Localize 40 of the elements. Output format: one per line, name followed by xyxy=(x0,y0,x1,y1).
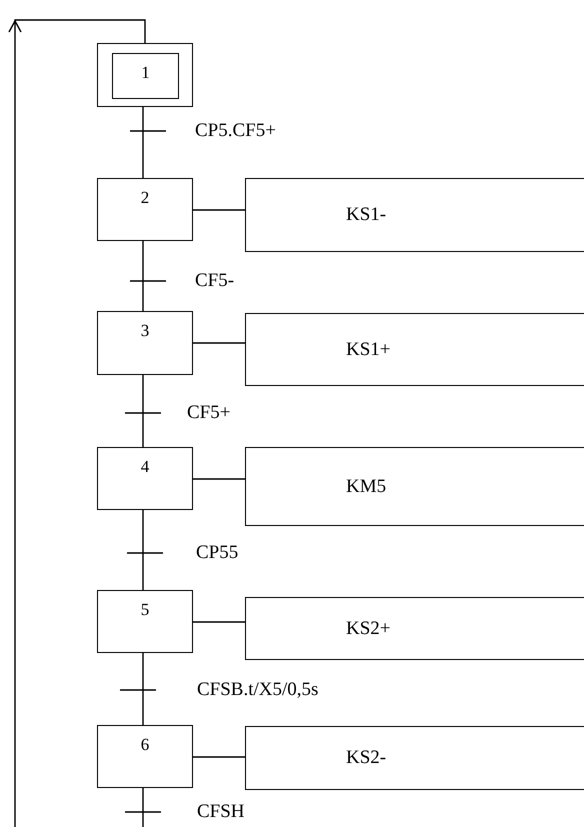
action-link xyxy=(193,756,245,758)
step-number: 2 xyxy=(140,187,150,209)
transition-link xyxy=(125,375,161,447)
action-label: KS2+ xyxy=(346,616,391,640)
step-number: 4 xyxy=(140,456,150,478)
transition-link xyxy=(130,241,166,311)
initial-step-box xyxy=(97,43,193,107)
action-link xyxy=(193,209,245,211)
transition-link xyxy=(120,653,156,725)
step-box xyxy=(97,447,193,510)
transition-condition: CF5- xyxy=(195,271,234,290)
action-label: KS1- xyxy=(346,202,386,227)
step-number: 5 xyxy=(140,599,150,621)
step-box xyxy=(97,590,193,653)
step-box xyxy=(97,178,193,241)
step-box xyxy=(97,311,193,375)
action-label: KS2- xyxy=(346,746,386,770)
action-label: KM5 xyxy=(346,474,386,498)
step-number: 1 xyxy=(140,62,151,84)
transition-condition: CFSB.t/X5/0,5s xyxy=(197,680,318,699)
action-box xyxy=(245,313,584,386)
transition-condition: CFSH xyxy=(197,802,245,821)
action-link xyxy=(193,478,245,480)
action-link xyxy=(193,342,245,344)
action-link xyxy=(193,621,245,623)
action-box xyxy=(245,726,584,790)
step-box xyxy=(97,725,193,788)
action-box xyxy=(245,597,584,660)
transition-link xyxy=(130,107,166,178)
action-box xyxy=(245,447,584,526)
transition-condition: CP5.CF5+ xyxy=(195,121,276,140)
step-number: 3 xyxy=(140,320,150,342)
transition-condition: CF5+ xyxy=(187,403,230,422)
action-label: KS1+ xyxy=(346,337,391,362)
step-number: 6 xyxy=(140,734,150,756)
transition-link xyxy=(8,19,161,827)
action-box xyxy=(245,178,584,252)
transition-link xyxy=(127,510,163,590)
step-box xyxy=(112,53,179,99)
transition-condition: CP55 xyxy=(196,543,238,562)
